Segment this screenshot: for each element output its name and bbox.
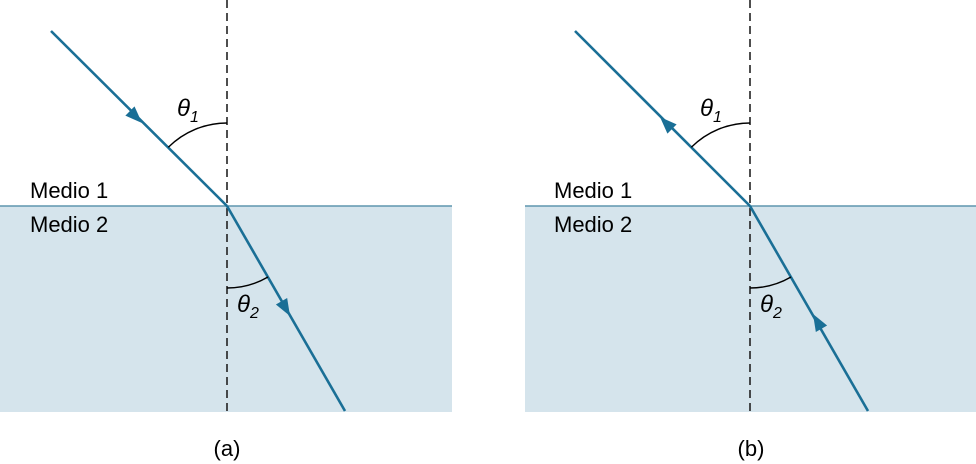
- angle-2-arc: [749, 276, 792, 289]
- angle-1-label: θ1: [700, 95, 722, 126]
- panel-caption: (b): [738, 436, 765, 461]
- reverse-incident-ray: [748, 205, 870, 412]
- ray-arrow: [660, 117, 677, 134]
- angle-2-label: θ2: [237, 291, 259, 322]
- angle-2-symbol: θ: [237, 291, 250, 318]
- angle-2-subscript: 2: [772, 305, 782, 322]
- medium-2-label: Medio 2: [554, 212, 632, 237]
- ray-arrow: [275, 298, 290, 316]
- angle-2-subscript: 2: [249, 305, 259, 322]
- ray-arrow: [813, 314, 828, 332]
- angle-1-subscript: 1: [713, 109, 722, 126]
- angle-2-symbol: θ: [760, 291, 773, 318]
- angle-1-arc: [690, 122, 751, 148]
- angle-2-label: θ2: [760, 291, 782, 322]
- angle-2-arc: [226, 276, 269, 289]
- ray-arrow: [125, 106, 142, 123]
- angle-1-label: θ1: [177, 95, 199, 126]
- medium-1-label: Medio 1: [30, 178, 108, 203]
- angle-1-arc: [167, 122, 228, 148]
- medium-2-label: Medio 2: [30, 212, 108, 237]
- panel-b: θ1 θ2 Medio 1 Medio 2 (b): [525, 0, 976, 461]
- panel-caption: (a): [214, 436, 241, 461]
- angle-1-symbol: θ: [700, 95, 713, 122]
- angle-1-subscript: 1: [190, 109, 199, 126]
- panel-a: θ1 θ2 Medio 1 Medio 2 (a): [0, 0, 452, 461]
- angle-1-symbol: θ: [177, 95, 190, 122]
- medium-1-label: Medio 1: [554, 178, 632, 203]
- medium-2-region: [0, 206, 452, 412]
